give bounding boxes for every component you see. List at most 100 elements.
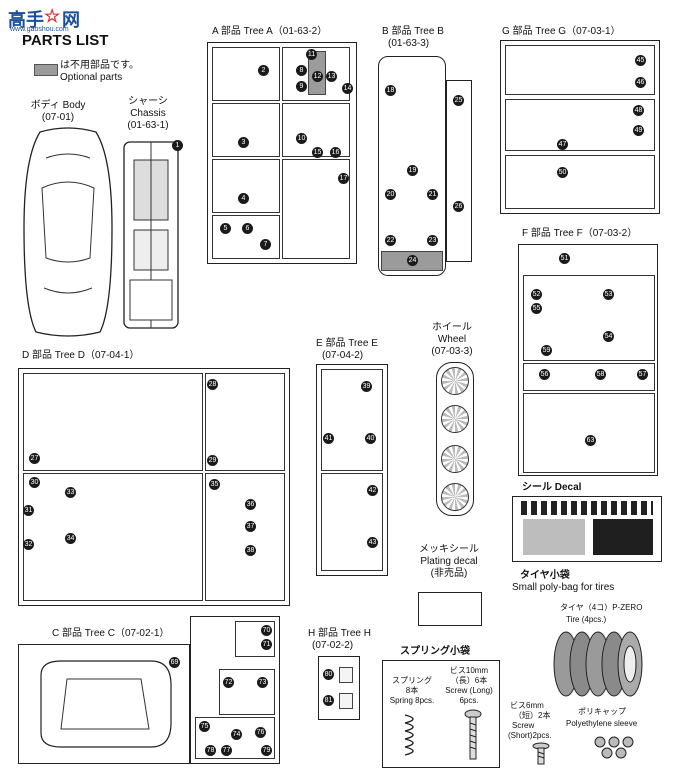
part-number-29: 29 (207, 455, 218, 466)
screw-long-jp2: （長）6本 (450, 676, 488, 685)
part-number-22: 22 (385, 235, 396, 246)
tree-h-code: (07-02-2) (312, 640, 354, 651)
part-number-3: 3 (238, 137, 249, 148)
tree-a-cell-lower-left (212, 159, 280, 213)
tree-b-side-runner: 25 26 (446, 80, 472, 262)
part-number-12: 12 (312, 71, 323, 82)
spring-count: 8本 (405, 686, 419, 695)
screw-long-en: Screw (Long) (445, 686, 493, 695)
part-number-69: 69 (169, 657, 180, 668)
part-number-40: 40 (365, 433, 376, 444)
part-number-31: 31 (23, 505, 34, 516)
decal-small-marks (521, 501, 653, 515)
tree-c-cell-bottom (195, 717, 275, 759)
plating-decal-sheet (418, 592, 482, 626)
part-number-32: 32 (23, 539, 34, 550)
tree-c-cell-top (235, 621, 275, 657)
wheel-label-jp: ホイール (432, 322, 472, 333)
tree-d-runner: 27 28 29 30 31 32 33 34 35 36 37 38 (18, 368, 290, 606)
screw-long-jp: ビス10mm (449, 666, 489, 675)
watermark-chars: 高手 (8, 10, 44, 30)
sleeve-label-en: Polyethylene sleeve (566, 719, 638, 728)
tire-stack-icon (553, 631, 643, 697)
tree-f-cell-bottom (523, 393, 655, 473)
part-number-28: 28 (207, 379, 218, 390)
part-number-5: 5 (220, 223, 231, 234)
screw-long-en2: 6pcs. (459, 696, 479, 705)
part-number-15: 15 (312, 147, 323, 158)
tree-d-title: D 部品 Tree D（07-04-1） (22, 350, 140, 361)
tree-a-cell-upper-left (212, 47, 280, 101)
body-code: (07-01) (41, 112, 75, 123)
wheel-label-en: Wheel (437, 334, 467, 345)
part-number-54: 54 (603, 331, 614, 342)
part-number-55: 55 (531, 303, 542, 314)
part-number-52: 52 (531, 289, 542, 300)
tree-a-cell-bottom-left (212, 215, 280, 259)
decal-silver-area (523, 519, 585, 555)
part-number-53: 53 (603, 289, 614, 300)
part-number-4: 4 (238, 193, 249, 204)
tree-g-cell-top (505, 45, 655, 95)
tree-a-cell-upper-right (282, 47, 350, 101)
part-number-8: 8 (296, 65, 307, 76)
tire-screw-jp2: （短）2本 (514, 711, 551, 720)
tree-e-runner: 39 40 41 42 43 (316, 364, 388, 576)
part-number-1: 1 (172, 140, 183, 151)
part-number-6: 6 (242, 223, 253, 234)
part-number-13: 13 (326, 71, 337, 82)
tree-b-title: B 部品 Tree B (382, 26, 444, 37)
part-number-41: 41 (323, 433, 334, 444)
tires-label-jp: タイヤ小袋 (520, 570, 570, 581)
part-number-20: 20 (385, 189, 396, 200)
part-number-36: 36 (245, 499, 256, 510)
part-number-26: 26 (453, 201, 464, 212)
spring-bag-box: スプリング 8本 Spring 8pcs. ビス10mm （長）6本 Screw… (382, 660, 500, 768)
plating-note: (非売品) (430, 568, 468, 579)
watermark-tail: 网 (62, 10, 80, 30)
sleeve-label-jp: ポリキャップ (578, 707, 626, 716)
plating-label-jp: メッキシール (419, 544, 479, 555)
part-number-46: 46 (635, 77, 646, 88)
tree-a-title: A 部品 Tree A（01-63-2） (212, 26, 328, 37)
part-number-7: 7 (260, 239, 271, 250)
part-number-48: 48 (633, 105, 644, 116)
tire-screw-en2: (Short)2pcs. (508, 731, 552, 740)
tree-e-cell-top (321, 369, 383, 471)
optional-note-jp: は不用部品です。 (60, 60, 139, 71)
wheel-part-3 (441, 445, 469, 473)
part-number-56: 56 (539, 369, 550, 380)
chassis-label-en: Chassis (130, 108, 166, 119)
tire-screw-en: Screw (512, 721, 535, 730)
part-number-27: 27 (29, 453, 40, 464)
optional-note-en: Optional parts (60, 72, 123, 83)
part-number-37: 37 (245, 521, 256, 532)
part-number-74: 74 (231, 729, 242, 740)
part-number-51: 51 (559, 253, 570, 264)
tree-e-code: (07-04-2) (322, 350, 364, 361)
decal-black-area (593, 519, 653, 555)
part-number-17: 17 (338, 173, 349, 184)
body-label: ボディ Body (30, 100, 86, 111)
part-number-49: 49 (633, 125, 644, 136)
part-number-47: 47 (557, 139, 568, 150)
watermark-site: www.gaoshou.com (10, 26, 69, 33)
part-number-24: 24 (407, 255, 418, 266)
part-number-72: 72 (223, 677, 234, 688)
part-number-77: 77 (221, 745, 232, 756)
tree-g-runner: 45 46 47 48 49 50 (500, 40, 660, 214)
part-number-38: 38 (245, 545, 256, 556)
part-number-59: 59 (541, 345, 552, 356)
part-number-30: 30 (29, 477, 40, 488)
tire-count-jp: タイヤ（4コ）P-ZERO (560, 603, 643, 612)
tree-d-cell-top-right (205, 373, 285, 471)
part-number-43: 43 (367, 537, 378, 548)
part-number-76: 76 (255, 727, 266, 738)
spring-label-en: Spring 8pcs. (389, 696, 435, 705)
tree-b-code: (01-63-3) (388, 38, 430, 49)
wheel-part-1 (441, 367, 469, 395)
tree-g-title: G 部品 Tree G（07-03-1） (502, 26, 621, 37)
long-screw-icon (464, 709, 482, 760)
part-number-25: 25 (453, 95, 464, 106)
tree-c-cell-mid (219, 669, 275, 715)
